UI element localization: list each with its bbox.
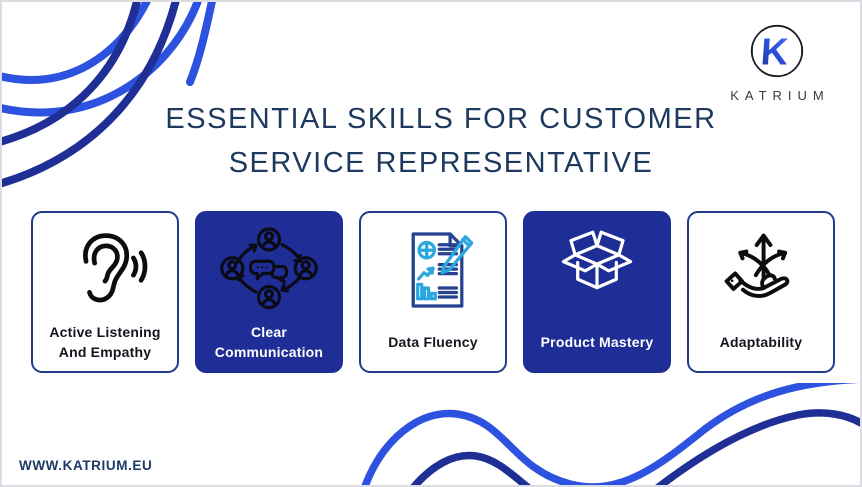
card-active-listening: Active Listening And Empathy [31, 211, 179, 373]
card-label-line: Data Fluency [388, 334, 478, 350]
skill-cards-row: Active Listening And Empathy [31, 211, 835, 373]
website-url: WWW.KATRIUM.EU [19, 458, 153, 473]
open-box-icon [555, 223, 639, 317]
card-data-fluency: Data Fluency [359, 211, 507, 373]
card-label: Active Listening And Empathy [45, 317, 164, 367]
adaptability-hand-icon [718, 223, 804, 317]
page-title: ESSENTIAL SKILLS FOR CUSTOMER SERVICE RE… [2, 97, 860, 185]
katrium-logo: K KATRIUM [714, 16, 840, 103]
card-label-line: Communication [214, 344, 324, 360]
card-label: Data Fluency [384, 317, 482, 367]
monogram-letter: K [759, 31, 789, 73]
card-label-line: Product Mastery [540, 334, 654, 350]
card-clear-communication: Clear Communication [195, 211, 343, 373]
card-label-line: Active Listening [49, 324, 161, 340]
ear-listening-icon [62, 223, 148, 317]
card-label: Product Mastery [537, 317, 658, 367]
brand-name: KATRIUM [730, 88, 830, 103]
card-product-mastery: Product Mastery [523, 211, 671, 373]
card-adaptability: Adaptability [687, 211, 835, 373]
card-label-line: Adaptability [719, 334, 803, 350]
card-label-line: And Empathy [58, 344, 152, 360]
decorative-waves-bottom-right [361, 383, 860, 485]
page-title-line1: ESSENTIAL SKILLS FOR CUSTOMER [165, 103, 717, 135]
communication-cycle-icon [220, 223, 318, 317]
card-label: Adaptability [716, 317, 807, 367]
card-label-line: Clear [250, 324, 287, 340]
katrium-monogram-icon: K [750, 24, 804, 78]
card-label: Clear Communication [211, 317, 327, 367]
page-title-line2: SERVICE REPRESENTATIVE [228, 147, 654, 179]
data-document-icon [388, 223, 478, 317]
